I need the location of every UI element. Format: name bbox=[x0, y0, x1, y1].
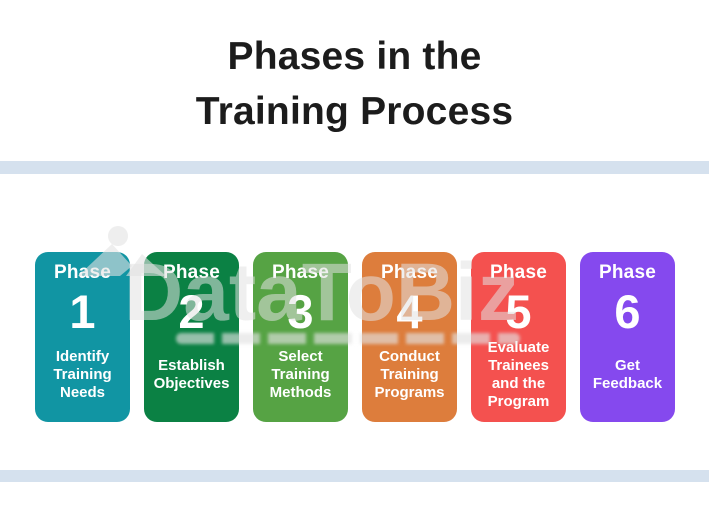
phase-description: Evaluate Trainees and the Program bbox=[487, 339, 550, 410]
logo-sun-circle bbox=[108, 226, 128, 246]
phase-card-4: Phase 4 Conduct Training Programs bbox=[362, 252, 457, 422]
phase-description: Establish Objectives bbox=[153, 357, 230, 392]
phase-label: Phase bbox=[54, 262, 111, 283]
phase-number: 1 bbox=[69, 285, 96, 338]
phase-cards-row: Phase 1 Identify Training Needs Phase 2 … bbox=[35, 252, 675, 422]
phase-description: Select Training Methods bbox=[269, 348, 332, 401]
phase-number: 6 bbox=[614, 285, 641, 338]
phase-card-6: Phase 6 Get Feedback bbox=[580, 252, 675, 422]
phase-card-1: Phase 1 Identify Training Needs bbox=[35, 252, 130, 422]
page-title: Phases in the Training Process bbox=[0, 29, 709, 139]
phase-label: Phase bbox=[599, 262, 656, 283]
phase-card-2: Phase 2 Establish Objectives bbox=[144, 252, 239, 422]
phase-label: Phase bbox=[163, 262, 220, 283]
bottom-divider-bar bbox=[0, 470, 709, 482]
phase-label: Phase bbox=[381, 262, 438, 283]
phase-card-3: Phase 3 Select Training Methods bbox=[253, 252, 348, 422]
page-title-line2: Training Process bbox=[195, 90, 514, 133]
phase-label: Phase bbox=[490, 262, 547, 283]
phase-number: 3 bbox=[287, 285, 314, 338]
phase-description: Conduct Training Programs bbox=[374, 348, 445, 401]
phase-label: Phase bbox=[272, 262, 329, 283]
phase-number: 2 bbox=[178, 285, 205, 338]
phase-number: 4 bbox=[396, 285, 423, 338]
phase-description: Get Feedback bbox=[592, 357, 663, 392]
page-title-line1: Phases in the bbox=[227, 35, 482, 78]
phase-number: 5 bbox=[505, 285, 532, 338]
top-divider-bar bbox=[0, 161, 709, 174]
phase-card-5: Phase 5 Evaluate Trainees and the Progra… bbox=[471, 252, 566, 422]
phase-description: Identify Training Needs bbox=[53, 348, 112, 401]
